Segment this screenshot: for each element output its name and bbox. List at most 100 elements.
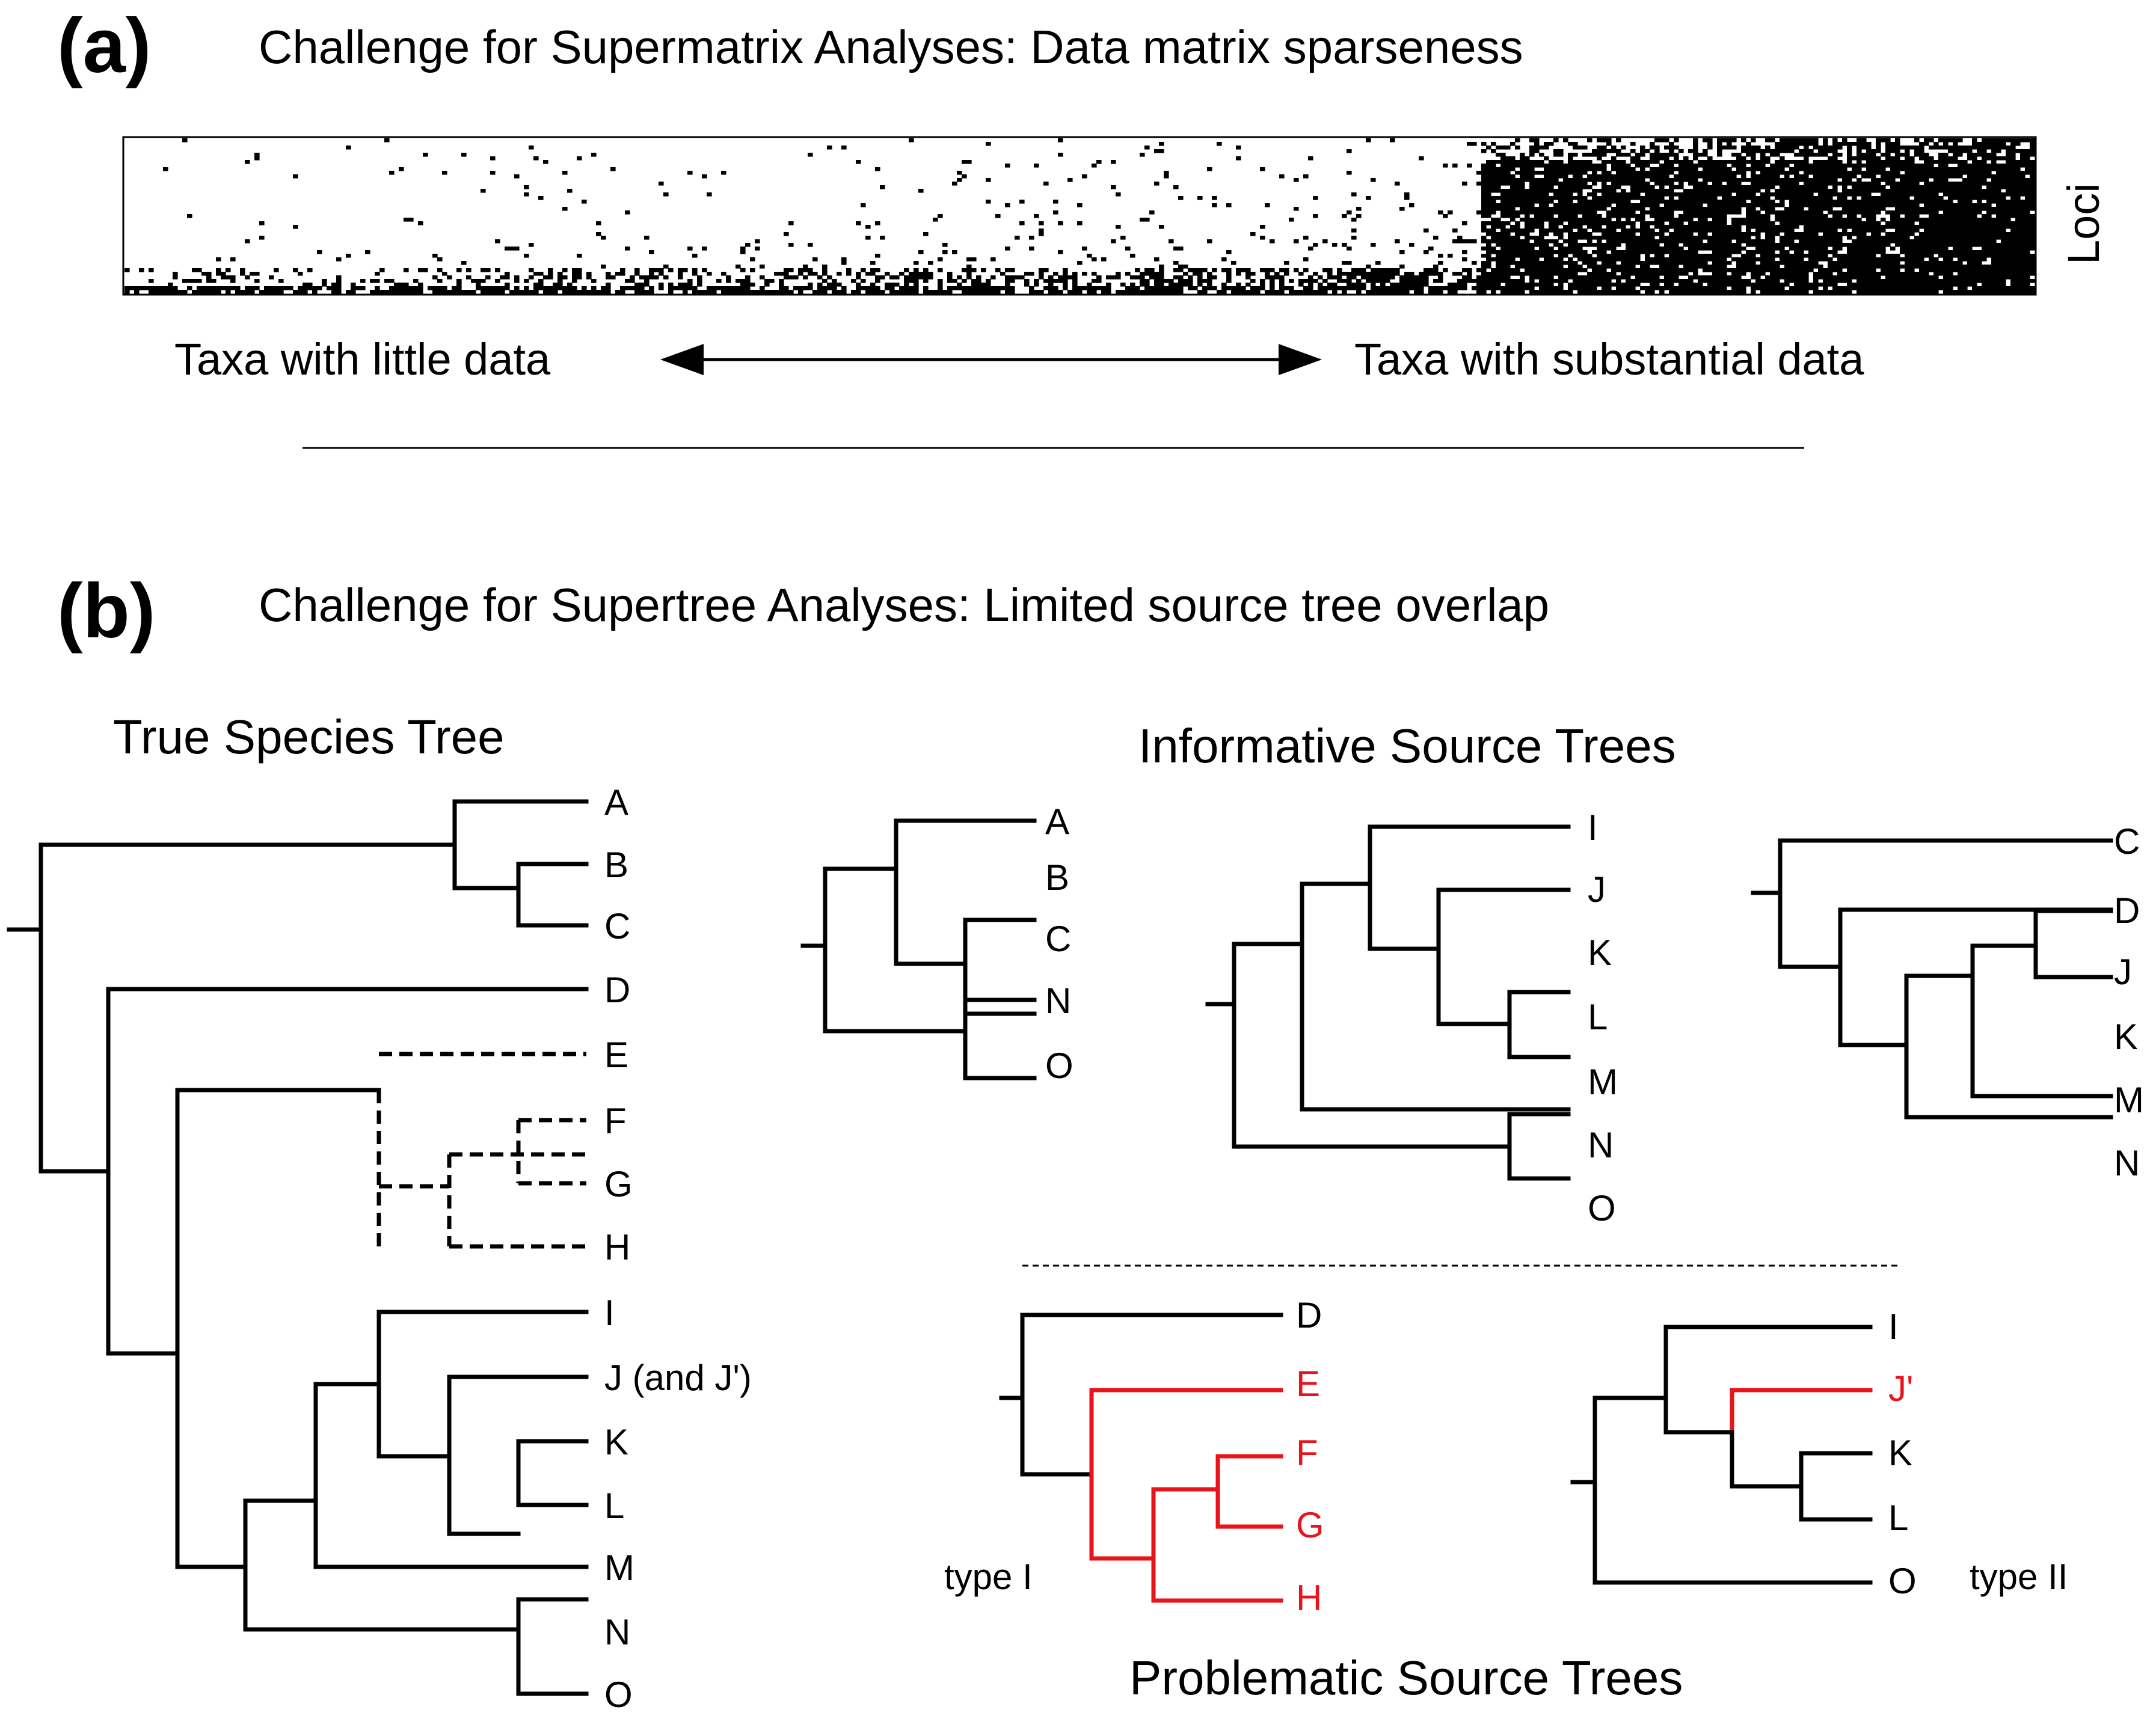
matrix-cell xyxy=(1751,254,1756,258)
matrix-cell xyxy=(1808,200,1814,204)
matrix-cell xyxy=(1582,218,1588,222)
matrix-cell xyxy=(572,286,577,290)
matrix-cell xyxy=(1982,167,1987,171)
matrix-cell xyxy=(1727,142,1732,146)
matrix-cell xyxy=(1775,272,1780,276)
matrix-cell xyxy=(1568,142,1573,146)
matrix-cell xyxy=(1842,174,1847,179)
matrix-cell xyxy=(1515,254,1520,258)
matrix-cell xyxy=(1452,272,1458,276)
matrix-cell xyxy=(1616,160,1621,164)
matrix-cell xyxy=(1553,203,1559,207)
matrix-cell xyxy=(1529,164,1535,168)
matrix-cell xyxy=(1577,218,1583,222)
matrix-cell xyxy=(1977,243,1982,247)
matrix-cell xyxy=(1130,254,1135,258)
matrix-cell xyxy=(1549,290,1554,294)
matrix-cell xyxy=(1780,189,1785,193)
matrix-cell xyxy=(1731,225,1737,229)
matrix-cell xyxy=(1669,167,1674,171)
matrix-cell xyxy=(1529,210,1535,215)
matrix-cell xyxy=(192,279,197,283)
matrix-cell xyxy=(1606,236,1612,240)
matrix-cell xyxy=(1659,247,1665,251)
matrix-cell xyxy=(1914,185,1920,189)
matrix-cell xyxy=(1837,257,1843,262)
matrix-cell xyxy=(856,275,861,280)
matrix-cell xyxy=(957,275,962,280)
matrix-cell xyxy=(1905,221,1910,225)
matrix-cell xyxy=(1871,221,1876,225)
matrix-cell xyxy=(1722,218,1727,222)
matrix-cell xyxy=(1958,160,1963,164)
matrix-cell xyxy=(1087,283,1092,287)
matrix-cell xyxy=(1505,250,1511,254)
matrix-cell xyxy=(1938,247,1944,251)
matrix-cell xyxy=(909,138,914,142)
matrix-cell xyxy=(1505,243,1511,247)
matrix-cell xyxy=(1808,171,1814,175)
matrix-cell xyxy=(1741,164,1746,168)
matrix-cell xyxy=(1067,178,1073,182)
matrix-cell xyxy=(630,279,635,283)
matrix-cell xyxy=(1669,268,1674,272)
matrix-cell xyxy=(1626,167,1631,171)
matrix-cell xyxy=(1558,221,1564,225)
matrix-cell xyxy=(182,138,188,142)
matrix-cell xyxy=(1525,286,1530,290)
matrix-cell xyxy=(1568,153,1573,157)
matrix-cell xyxy=(1010,286,1015,290)
matrix-cell xyxy=(1693,283,1698,287)
matrix-cell xyxy=(1000,272,1006,276)
matrix-cell xyxy=(1717,221,1722,225)
matrix-cell xyxy=(1534,239,1540,244)
matrix-cell xyxy=(1159,275,1164,280)
matrix-cell xyxy=(1602,153,1607,157)
matrix-cell xyxy=(1582,171,1588,175)
matrix-cell xyxy=(1438,272,1443,276)
matrix-cell xyxy=(1775,149,1780,153)
matrix-cell xyxy=(259,290,265,294)
matrix-cell xyxy=(1529,178,1535,182)
matrix-cell xyxy=(1799,196,1804,200)
matrix-cell xyxy=(548,268,553,272)
matrix-cell xyxy=(1500,232,1506,236)
matrix-cell xyxy=(1424,283,1429,287)
matrix-cell xyxy=(1982,142,1987,146)
matrix-cell xyxy=(1486,210,1491,215)
matrix-cell xyxy=(1577,265,1583,269)
matrix-cell xyxy=(456,283,462,287)
matrix-cell xyxy=(1270,286,1275,290)
matrix-cell xyxy=(1909,283,1915,287)
matrix-cell xyxy=(1914,225,1920,229)
matrix-cell xyxy=(1784,232,1790,236)
matrix-cell xyxy=(1597,146,1602,150)
matrix-cell xyxy=(1563,272,1568,276)
matrix-cell xyxy=(1481,214,1487,218)
matrix-cell xyxy=(221,272,226,276)
matrix-cell xyxy=(1881,228,1886,233)
matrix-cell xyxy=(1549,182,1554,186)
matrix-cell xyxy=(986,200,991,204)
matrix-cell xyxy=(1895,290,1900,294)
matrix-cell xyxy=(1322,279,1328,283)
matrix-cell xyxy=(1525,243,1530,247)
matrix-cell xyxy=(1938,243,1944,247)
matrix-cell xyxy=(957,178,962,182)
matrix-cell xyxy=(986,283,991,287)
matrix-cell xyxy=(1635,203,1641,207)
matrix-cell xyxy=(1260,286,1265,290)
matrix-cell xyxy=(1058,279,1063,283)
matrix-cell xyxy=(1832,182,1838,186)
matrix-cell xyxy=(1881,290,1886,294)
matrix-cell xyxy=(481,189,486,193)
matrix-cell xyxy=(1857,286,1862,290)
matrix-cell xyxy=(1486,243,1491,247)
matrix-cell xyxy=(1611,236,1617,240)
matrix-cell xyxy=(1967,250,1973,254)
matrix-cell xyxy=(466,268,471,272)
matrix-cell xyxy=(1635,207,1641,211)
matrix-cell xyxy=(1693,236,1698,240)
matrix-cell xyxy=(1895,167,1900,171)
matrix-cell xyxy=(1794,138,1799,142)
